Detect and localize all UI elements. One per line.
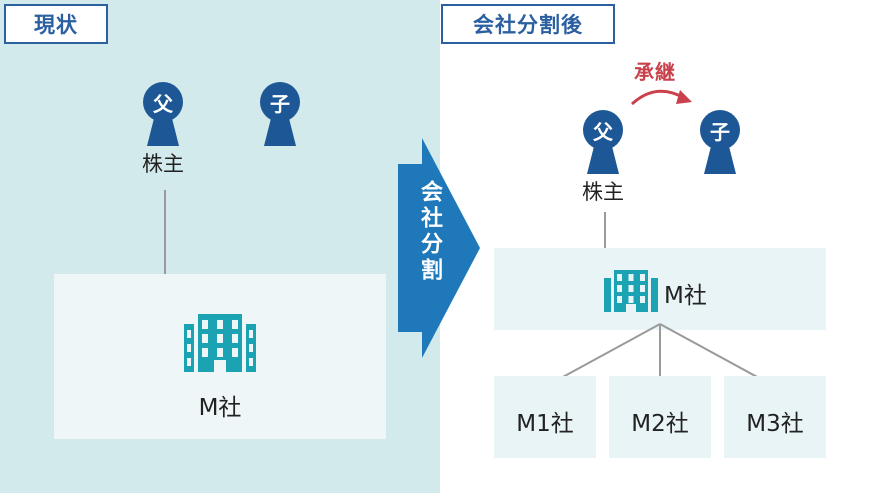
person-head: 子 — [260, 82, 300, 122]
parent-person-icon: 父 — [581, 110, 625, 174]
child-person-icon: 子 — [698, 110, 742, 174]
subsidiary-label-3: M3社 — [746, 411, 804, 437]
subsidiary-box-2 — [609, 376, 711, 458]
person-head: 父 — [143, 82, 183, 122]
inherit-arrow-icon — [630, 89, 692, 106]
subsidiary-label-1: M1社 — [516, 411, 574, 437]
subsidiary-box-1 — [494, 376, 596, 458]
building-icon — [184, 314, 256, 372]
inherit-label: 承継 — [634, 60, 676, 84]
person-head: 子 — [700, 110, 740, 150]
left-shareholder-label: 株主 — [142, 152, 184, 176]
left-company-label: M社 — [198, 395, 242, 421]
split-arrow-icon — [398, 138, 480, 358]
current-state-tab: 現状 — [4, 4, 108, 44]
after-split-tab: 会社分割後 — [441, 4, 615, 44]
right-shareholder-label: 株主 — [582, 180, 624, 204]
person-head: 父 — [583, 110, 623, 150]
subsidiary-label-2: M2社 — [631, 411, 689, 437]
right-company-box — [494, 248, 826, 330]
subsidiary-box-3 — [724, 376, 826, 458]
parent-person-icon: 父 — [141, 82, 185, 146]
building-icon — [604, 270, 658, 312]
right-company-label: M社 — [664, 283, 707, 309]
split-arrow-label: 会社分割 — [417, 180, 442, 284]
child-person-icon: 子 — [258, 82, 302, 146]
